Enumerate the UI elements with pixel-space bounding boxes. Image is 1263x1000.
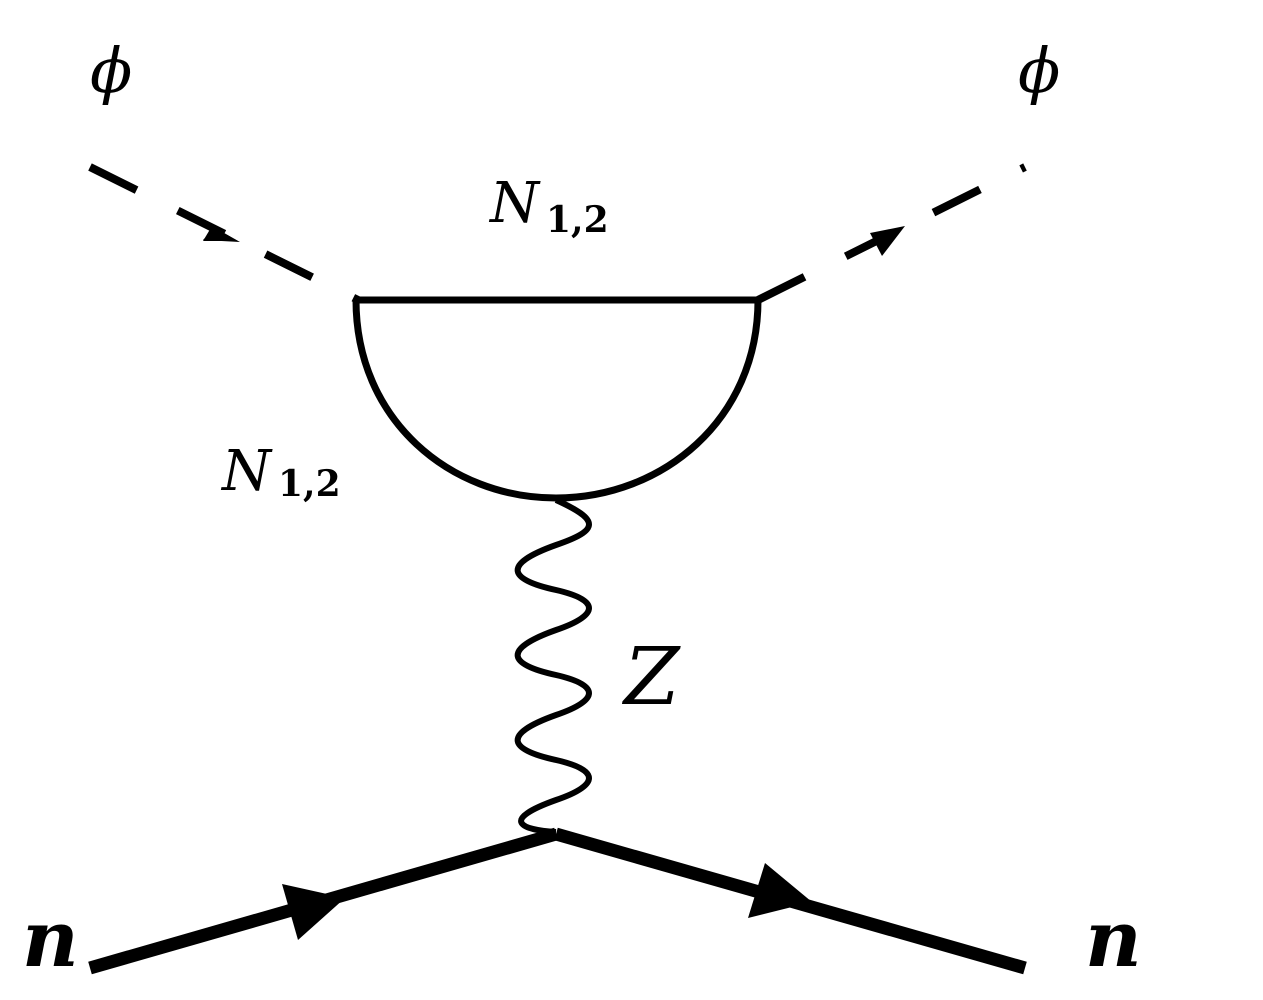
label-n12-top-sub: 1,2 bbox=[546, 199, 609, 241]
label-n-incoming: n bbox=[22, 894, 79, 985]
label-n12-bottom-main: N bbox=[220, 439, 273, 504]
incoming-neutron-arrow bbox=[282, 884, 345, 940]
fermion-loop-arc bbox=[352, 299, 762, 502]
incoming-neutron-line bbox=[88, 827, 558, 975]
outgoing-scalar-line bbox=[756, 163, 1027, 304]
incoming-scalar-line bbox=[88, 163, 360, 304]
label-phi-outgoing: ϕ bbox=[1018, 34, 1060, 107]
label-n-outgoing: n bbox=[1085, 894, 1142, 985]
label-z-boson: Z bbox=[621, 630, 681, 723]
label-n12-top-main: N bbox=[488, 171, 541, 236]
label-n12-bottom: N 1,2 bbox=[220, 439, 341, 505]
outgoing-neutron-line bbox=[554, 827, 1027, 975]
outgoing-neutron-arrow bbox=[748, 863, 812, 918]
outgoing-scalar-arrow bbox=[870, 226, 905, 256]
label-phi-incoming: ϕ bbox=[90, 34, 132, 107]
z-boson-line bbox=[514, 497, 592, 835]
label-n12-bottom-sub: 1,2 bbox=[278, 463, 341, 505]
label-n12-top: N 1,2 bbox=[488, 171, 609, 241]
